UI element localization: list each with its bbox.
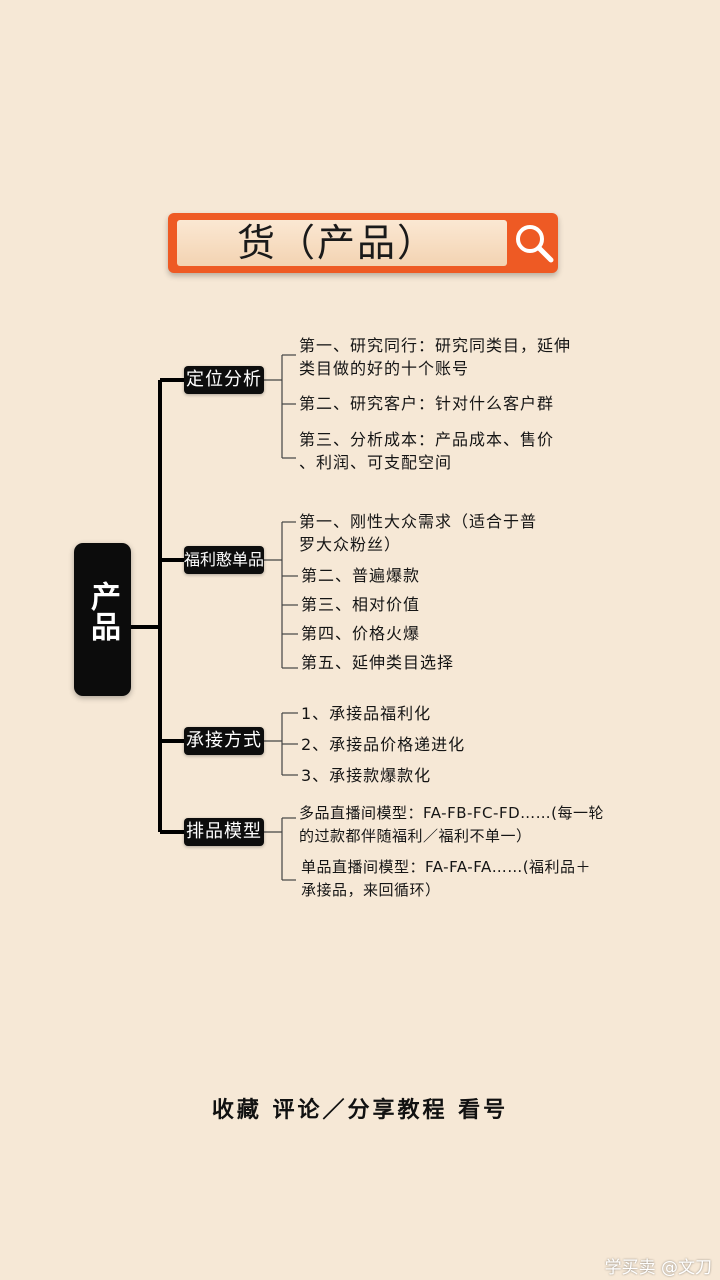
leaf-text: 第五、延伸类目选择 (301, 653, 455, 672)
leaf-text: 第一、研究同行：研究同类目，延伸 类目做的好的十个账号 (299, 336, 572, 378)
leaf-text: 第四、价格火爆 (301, 624, 421, 643)
root-node: 产品 (74, 543, 131, 696)
watermark: 学买卖 @文刀 (604, 1258, 712, 1278)
category-follow-up: 承接方式 (184, 727, 264, 755)
footer-caption: 收藏 评论／分享教程 看号 (211, 1098, 509, 1123)
leaf-text: 第三、相对价值 (301, 595, 421, 614)
leaf-text: 1、承接品福利化 (301, 704, 432, 723)
leaf-text: 单品直播间模型：FA-FA-FA……(福利品＋ 承接品，来回循环） (301, 858, 592, 899)
leaf-text: 第一、刚性大众需求（适合于普 罗大众粉丝） (299, 512, 538, 554)
search-bar[interactable]: 货（产品） (168, 213, 558, 273)
category-positioning: 定位分析 (184, 366, 264, 394)
search-field[interactable]: 货（产品） (177, 220, 507, 266)
leaf-text: 第三、分析成本：产品成本、售价 、利润、可支配空间 (299, 430, 555, 472)
category-product-model: 排品模型 (184, 818, 264, 846)
leaf-text: 多品直播间模型：FA-FB-FC-FD……(每一轮 的过款都伴随福利／福利不单一… (299, 804, 604, 845)
root-label: 产品 (85, 581, 120, 641)
search-title: 货（产品） (237, 221, 438, 265)
leaf-text: 第二、普遍爆款 (301, 566, 421, 585)
leaf-text: 2、承接品价格递进化 (301, 735, 466, 754)
leaf-text: 第二、研究客户：针对什么客户群 (299, 394, 555, 413)
leaf-text: 3、承接款爆款化 (301, 766, 432, 785)
search-icon[interactable] (512, 221, 556, 265)
category-welfare-item: 福利憨单品 (184, 546, 264, 574)
